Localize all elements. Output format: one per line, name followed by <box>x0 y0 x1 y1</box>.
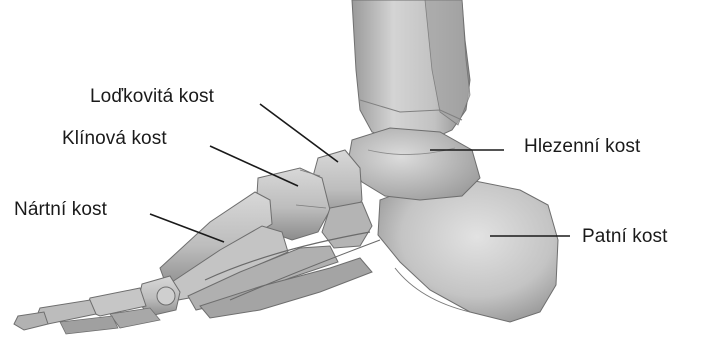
leader-navicular <box>260 104 338 162</box>
calcaneus-bone <box>378 180 558 322</box>
label-metatarsal: Nártní kost <box>14 199 107 221</box>
label-talus: Hlezenní kost <box>524 136 640 158</box>
talus-bone <box>348 128 480 200</box>
tibia-fibula <box>352 0 470 142</box>
label-cuneiform: Klínová kost <box>62 128 167 150</box>
label-calcaneus: Patní kost <box>582 226 668 248</box>
toe-phalanges <box>14 276 180 334</box>
label-navicular: Loďkovitá kost <box>90 86 214 108</box>
leader-cuneiform <box>210 146 298 186</box>
